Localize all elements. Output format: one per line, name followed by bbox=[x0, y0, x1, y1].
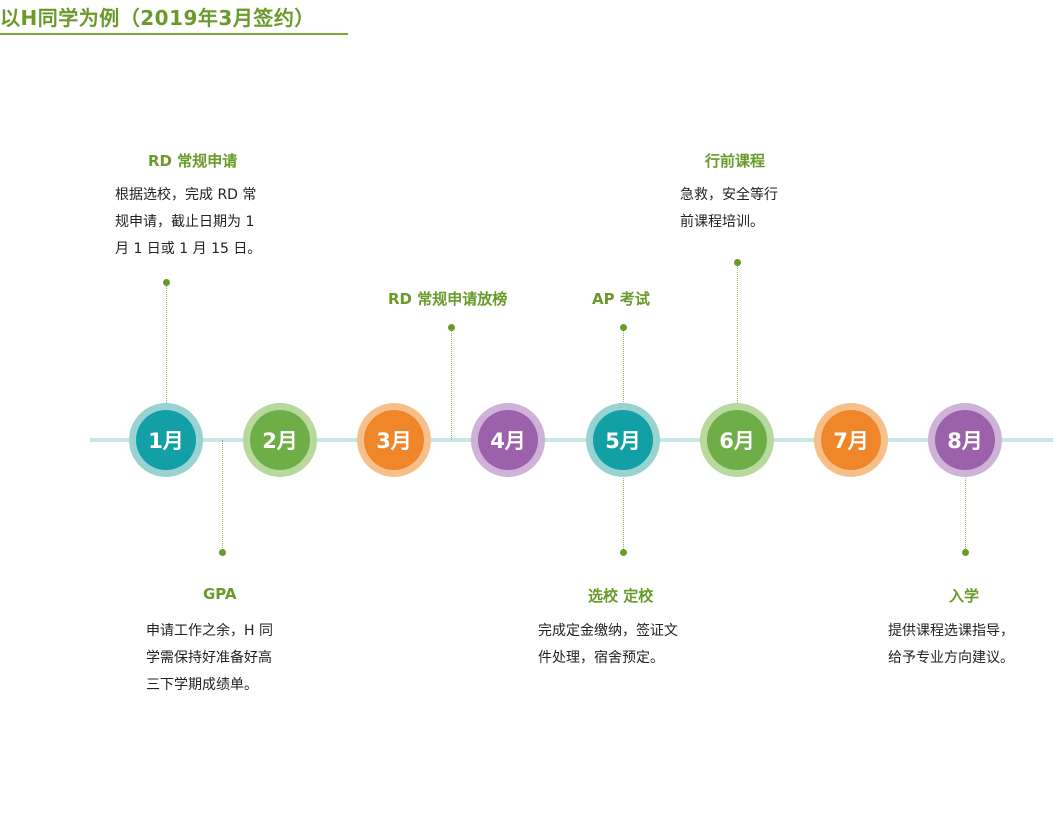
month-label: 2月 bbox=[250, 410, 310, 470]
connector-rd-regular bbox=[166, 283, 167, 403]
month-node-7: 7月 bbox=[814, 403, 888, 477]
month-label: 7月 bbox=[821, 410, 881, 470]
dot-gpa bbox=[219, 549, 226, 556]
event-desc-rd-regular: 根据选校，完成 RD 常 规申请，截止日期为 1 月 1 日或 1 月 15 日… bbox=[115, 182, 261, 263]
event-title-pre-course: 行前课程 bbox=[705, 152, 766, 170]
month-label: 3月 bbox=[364, 410, 424, 470]
month-label: 5月 bbox=[593, 410, 653, 470]
event-desc-gpa: 申请工作之余，H 同 学需保持好准备好高 三下学期成绩单。 bbox=[146, 618, 273, 699]
dot-pre-course bbox=[734, 259, 741, 266]
month-label: 6月 bbox=[707, 410, 767, 470]
desc-line: 规申请，截止日期为 1 bbox=[115, 214, 255, 230]
connector-pre-course bbox=[737, 263, 738, 405]
desc-line: 根据选校，完成 RD 常 bbox=[115, 187, 257, 203]
desc-line: 月 1 日或 1 月 15 日。 bbox=[115, 241, 262, 257]
desc-line: 提供课程选课指导， bbox=[888, 623, 1014, 639]
event-desc-school-choice: 完成定金缴纳，签证文 件处理，宿舍预定。 bbox=[538, 618, 678, 672]
event-title-rd-regular: RD 常规申请 bbox=[148, 152, 238, 170]
month-node-5: 5月 bbox=[586, 403, 660, 477]
month-node-2: 2月 bbox=[243, 403, 317, 477]
desc-line: 急救，安全等行 bbox=[680, 187, 778, 203]
connector-ap-exam bbox=[623, 328, 624, 408]
month-label: 1月 bbox=[136, 410, 196, 470]
month-node-3: 3月 bbox=[357, 403, 431, 477]
event-title-gpa: GPA bbox=[203, 585, 237, 603]
title-underline bbox=[0, 33, 348, 35]
dot-enrollment bbox=[962, 549, 969, 556]
desc-line: 申请工作之余，H 同 bbox=[146, 623, 273, 639]
connector-rd-release bbox=[451, 328, 452, 440]
connector-enrollment bbox=[965, 475, 966, 553]
event-title-enrollment: 入学 bbox=[949, 587, 980, 605]
month-label: 8月 bbox=[935, 410, 995, 470]
event-title-ap-exam: AP 考试 bbox=[592, 290, 650, 308]
event-title-rd-release: RD 常规申请放榜 bbox=[388, 290, 508, 308]
event-desc-pre-course: 急救，安全等行 前课程培训。 bbox=[680, 182, 778, 236]
event-title-school-choice: 选校 定校 bbox=[588, 587, 654, 605]
timeline-line bbox=[90, 438, 1053, 442]
dot-rd-release bbox=[448, 324, 455, 331]
month-node-4: 4月 bbox=[471, 403, 545, 477]
desc-line: 完成定金缴纳，签证文 bbox=[538, 623, 678, 639]
month-node-6: 6月 bbox=[700, 403, 774, 477]
dot-rd-regular bbox=[163, 279, 170, 286]
month-node-1: 1月 bbox=[129, 403, 203, 477]
desc-line: 件处理，宿舍预定。 bbox=[538, 650, 664, 666]
desc-line: 三下学期成绩单。 bbox=[146, 677, 258, 693]
desc-line: 前课程培训。 bbox=[680, 214, 764, 230]
page-title: 以H同学为例（2019年3月签约） bbox=[0, 6, 315, 30]
month-label: 4月 bbox=[478, 410, 538, 470]
desc-line: 给予专业方向建议。 bbox=[888, 650, 1014, 666]
connector-school-choice bbox=[623, 475, 624, 553]
event-desc-enrollment: 提供课程选课指导， 给予专业方向建议。 bbox=[888, 618, 1014, 672]
connector-gpa bbox=[222, 440, 223, 552]
month-node-8: 8月 bbox=[928, 403, 1002, 477]
dot-ap-exam bbox=[620, 324, 627, 331]
dot-school-choice bbox=[620, 549, 627, 556]
desc-line: 学需保持好准备好高 bbox=[146, 650, 272, 666]
